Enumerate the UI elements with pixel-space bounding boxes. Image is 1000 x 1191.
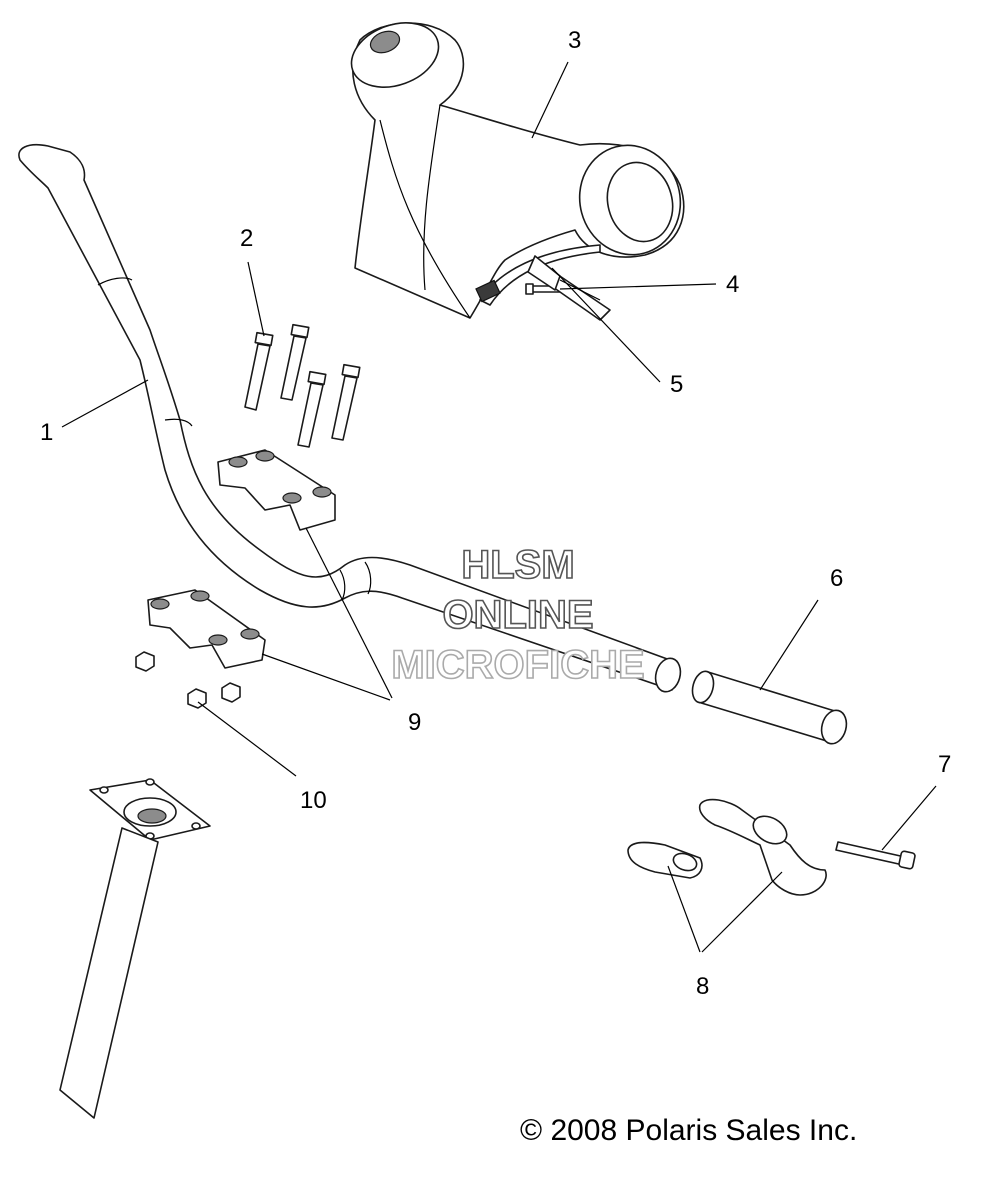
callout-7: 7 xyxy=(938,751,951,778)
handlebar-part-1 xyxy=(18,144,682,693)
callout-5: 5 xyxy=(670,371,683,398)
watermark-line-3: MICROFICHE xyxy=(391,643,644,687)
steering-post xyxy=(59,778,211,1119)
clamp-lower-part-9 xyxy=(147,589,266,669)
pod-cover-part-3 xyxy=(350,22,685,319)
leader-9b xyxy=(261,653,391,701)
leader-9a xyxy=(305,527,393,699)
callout-6: 6 xyxy=(830,565,843,592)
watermark-line-2: ONLINE xyxy=(442,593,593,637)
callout-labels: 1 2 3 4 5 6 7 8 9 10 xyxy=(40,27,951,1000)
clamp-upper-part-9 xyxy=(217,449,336,531)
leader-7 xyxy=(881,785,937,851)
callout-4: 4 xyxy=(726,271,739,298)
leader-2 xyxy=(247,261,265,337)
end-parts-part-8 xyxy=(627,798,827,896)
callout-10: 10 xyxy=(300,787,327,814)
bolt-1 xyxy=(244,331,274,411)
copyright-notice: © 2008 Polaris Sales Inc. xyxy=(520,1114,857,1147)
leader-3 xyxy=(531,61,569,139)
leader-1 xyxy=(61,379,149,428)
leader-10 xyxy=(197,701,297,777)
bolts-part-2 xyxy=(244,323,361,448)
callout-1: 1 xyxy=(40,419,53,446)
leader-8a xyxy=(667,865,701,953)
bolt-3 xyxy=(297,370,327,448)
nuts-part-10 xyxy=(135,651,241,709)
callout-3: 3 xyxy=(568,27,581,54)
callout-9: 9 xyxy=(408,709,421,736)
leader-4 xyxy=(559,283,717,290)
cable-tie-part-5 xyxy=(527,255,611,321)
pin-part-7 xyxy=(835,841,916,870)
watermark-line-1: HLSM xyxy=(461,543,574,587)
bolt-2 xyxy=(280,323,310,401)
leader-6 xyxy=(759,599,819,691)
leader-8b xyxy=(701,871,783,953)
watermark: HLSM ONLINE MICROFICHE xyxy=(391,542,646,688)
bolt-4 xyxy=(331,363,361,441)
leader-lines xyxy=(61,61,937,953)
callout-8: 8 xyxy=(696,973,709,1000)
grip-part-6 xyxy=(691,670,848,745)
leader-5 xyxy=(551,267,661,383)
callout-2: 2 xyxy=(240,225,253,252)
